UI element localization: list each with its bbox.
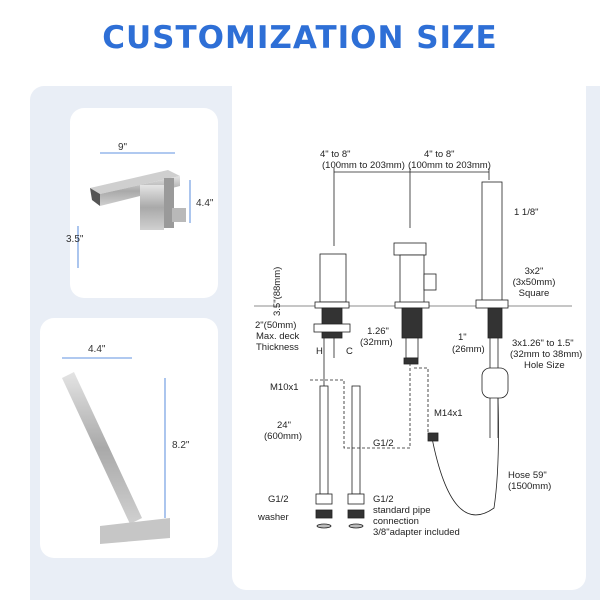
spacing-1-mm: (100mm to 203mm) — [322, 160, 405, 171]
hose-59-mm: (1500mm) — [508, 481, 552, 492]
deck-thickness-3: Thickness — [256, 342, 299, 353]
m14-label: M14x1 — [434, 408, 463, 419]
nut-mm: (26mm) — [452, 344, 485, 355]
spout-depth-label: 3.5" — [66, 234, 84, 245]
handshower-card: 4.4" 8.2" — [40, 318, 218, 558]
valve-height-label: 3.5"(88mm) — [272, 266, 283, 316]
spout-height-label: 4.4" — [196, 198, 214, 209]
pipe-note-2: connection — [373, 516, 419, 527]
hose-59-label: Hose 59" — [508, 470, 547, 481]
base-size-mm: (3x50mm) — [512, 277, 556, 288]
g12-right-label: G1/2 — [373, 494, 394, 505]
pipe-note-3: 3/8"adapter included — [373, 527, 460, 538]
cold-label: C — [346, 346, 353, 357]
base-size-label: 3x2" — [524, 266, 544, 277]
spacing-2-label: 4" to 8" — [424, 149, 455, 160]
g12-left-label: G1/2 — [268, 494, 289, 505]
diagram-card: 4" to 8" (100mm to 203mm) 4" to 8" (100m… — [232, 68, 586, 590]
pipe-note-1: standard pipe — [373, 505, 431, 516]
hole-size-1: 3x1.26" to 1.5" — [512, 338, 574, 349]
hole-size-3: Hole Size — [524, 360, 565, 371]
spout-width-label: 9" — [118, 142, 128, 153]
shank-mm: (32mm) — [360, 337, 393, 348]
spout-card: 9" 4.4" 3.5" — [66, 108, 218, 298]
washer-label: washer — [258, 512, 289, 523]
spacing-1-label: 4" to 8" — [320, 149, 351, 160]
handshower-width-label: 4.4" — [88, 344, 106, 355]
g12-mid-label: G1/2 — [373, 438, 394, 449]
base-shape: Square — [518, 288, 550, 299]
page-title: CUSTOMIZATION SIZE — [102, 20, 498, 56]
hose-length-label: 24" — [277, 420, 291, 431]
deck-thickness-1: 2"(50mm) — [255, 320, 297, 331]
hole-size-2: (32mm to 38mm) — [510, 349, 583, 360]
hose-length-mm: (600mm) — [264, 431, 303, 442]
deck-thickness-2: Max. deck — [256, 331, 300, 342]
m10-label: M10x1 — [270, 382, 299, 393]
installation-diagram — [254, 168, 572, 529]
shank-label: 1.26" — [367, 326, 389, 337]
handshower-height-label: 8.2" — [172, 440, 190, 451]
handle-width-label: 1 1/8" — [514, 207, 539, 218]
hot-label: H — [316, 346, 323, 357]
spout-faucet-image — [77, 152, 191, 268]
handshower-image — [62, 357, 170, 544]
nut-label: 1" — [458, 332, 467, 343]
spacing-2-mm: (100mm to 203mm) — [408, 160, 491, 171]
